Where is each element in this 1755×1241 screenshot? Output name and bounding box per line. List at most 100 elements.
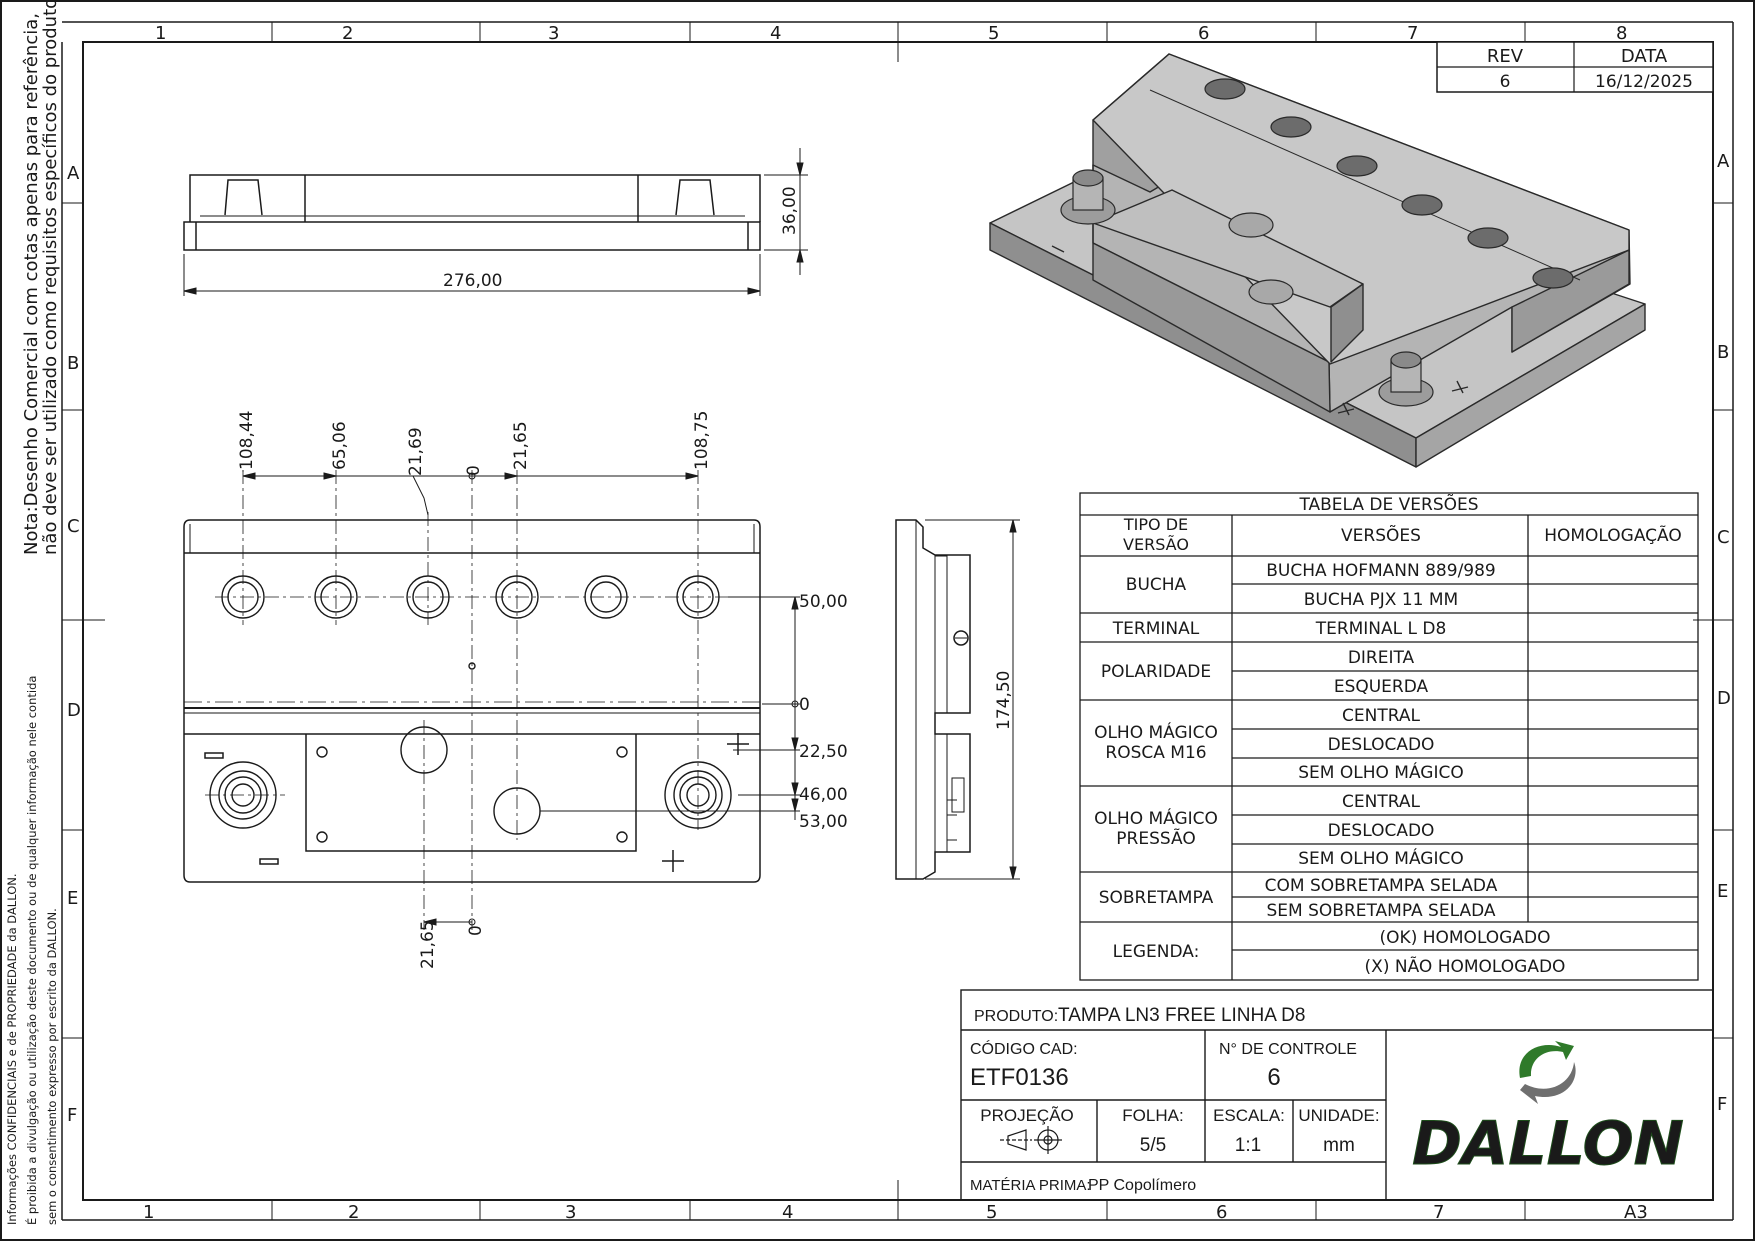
version-cell: DESLOCADO bbox=[1328, 821, 1435, 841]
header-approval: HOMOLOGAÇÃO bbox=[1544, 524, 1682, 546]
version-cell: SEM OLHO MÁGICO bbox=[1298, 847, 1463, 869]
grid-row-left: A bbox=[67, 163, 80, 184]
grid-row-left: C bbox=[67, 516, 80, 537]
grid-ticks bbox=[62, 22, 1733, 1220]
version-cell: BUCHA PJX 11 MM bbox=[1304, 590, 1458, 610]
plan-dimension-lines bbox=[242, 470, 800, 926]
version-cell: SEM OLHO MÁGICO bbox=[1298, 761, 1463, 783]
dim-right-offset: 50,00 bbox=[799, 592, 848, 612]
scale-label: ESCALA: bbox=[1213, 1106, 1285, 1125]
grid-row-left: F bbox=[67, 1105, 77, 1126]
grid-col-bottom: 5 bbox=[986, 1202, 997, 1223]
grid-col-top: 8 bbox=[1616, 23, 1627, 44]
isometric-terminals bbox=[1060, 169, 1434, 407]
grid-col-bottom: 7 bbox=[1433, 1202, 1444, 1223]
header-versions: VERSÕES bbox=[1341, 524, 1421, 546]
isometric-vent-holes bbox=[1204, 78, 1574, 305]
product-label: PRODUTO: bbox=[974, 1008, 1058, 1025]
cad-code-label: CÓDIGO CAD: bbox=[970, 1039, 1078, 1058]
polarity-marks bbox=[204, 733, 749, 872]
date-value: 16/12/2025 bbox=[1595, 72, 1693, 92]
grid-col-top: 5 bbox=[988, 23, 999, 44]
legend-label: LEGENDA: bbox=[1113, 942, 1200, 962]
cad-code-value: ETF0136 bbox=[970, 1064, 1069, 1091]
sheet-label: FOLHA: bbox=[1122, 1106, 1183, 1125]
dim-top-offset: 65,06 bbox=[330, 421, 350, 470]
versions-table-grid bbox=[1079, 492, 1699, 981]
version-cell: BUCHA HOFMANN 889/989 bbox=[1266, 561, 1496, 581]
rev-label: REV bbox=[1487, 46, 1524, 67]
dim-right-offset: 0 bbox=[799, 695, 810, 715]
rev-value: 6 bbox=[1500, 72, 1511, 92]
dim-right-offset: 22,50 bbox=[799, 742, 848, 762]
material-value: PP Copolímero bbox=[1088, 1177, 1196, 1194]
product-value: TAMPA LN3 FREE LINHA D8 bbox=[1058, 1005, 1305, 1026]
isometric-polarity-marks bbox=[1051, 245, 1469, 416]
logo-swoosh-grey bbox=[1520, 1062, 1576, 1104]
grid-col-top: 7 bbox=[1407, 23, 1418, 44]
grid-col-bottom: 4 bbox=[782, 1202, 793, 1223]
grid-col-top: 4 bbox=[770, 23, 781, 44]
reference-note: não deve ser utilizado como requisitos e… bbox=[40, 0, 61, 555]
sheet-value: 5/5 bbox=[1140, 1135, 1166, 1156]
dim-bottom-offset: 0 bbox=[466, 925, 486, 936]
grid-row-right: F bbox=[1717, 1094, 1727, 1115]
confidential-note: Informações CONFIDENCIAIS e de PROPRIEDA… bbox=[5, 873, 19, 1225]
front-view bbox=[183, 174, 761, 251]
title-block-grid bbox=[960, 989, 1714, 1201]
unit-value: mm bbox=[1323, 1135, 1355, 1156]
revision-block: REV DATA 6 16/12/2025 bbox=[1436, 41, 1714, 93]
grid-col-top: 6 bbox=[1198, 23, 1209, 44]
version-cell: TERMINAL L D8 bbox=[1315, 619, 1447, 639]
confidential-note: É proibida a divulgação ou utilização de… bbox=[24, 676, 39, 1225]
scale-value: 1:1 bbox=[1235, 1135, 1261, 1156]
sheet-size-label: A3 bbox=[1624, 1202, 1648, 1223]
unit-label: UNIDADE: bbox=[1298, 1106, 1379, 1125]
grid-col-top: 1 bbox=[155, 23, 166, 44]
logo-swoosh-green bbox=[1519, 1041, 1574, 1078]
type-cell: OLHO MÁGICO bbox=[1094, 721, 1218, 743]
material-label: MATÉRIA PRIMA: bbox=[970, 1177, 1091, 1194]
type-cell: TERMINAL bbox=[1112, 619, 1200, 639]
confidential-note: sem o consentimento expresso por escrito… bbox=[45, 908, 59, 1225]
company-logo-text: DALLON bbox=[1412, 1109, 1684, 1179]
version-cell: DESLOCADO bbox=[1328, 735, 1435, 755]
version-cell: COM SOBRETAMPA SELADA bbox=[1265, 876, 1498, 896]
grid-row-left: E bbox=[67, 888, 78, 909]
versions-table-title: TABELA DE VERSÕES bbox=[1298, 493, 1478, 515]
grid-col-bottom: 3 bbox=[565, 1202, 576, 1223]
side-view bbox=[895, 519, 971, 880]
type-cell: POLARIDADE bbox=[1101, 662, 1211, 682]
grid-row-right: E bbox=[1717, 881, 1728, 902]
grid-row-left: D bbox=[67, 700, 81, 721]
dim-top-offset: 21,65 bbox=[511, 421, 531, 470]
dallon-logo: DALLON bbox=[1412, 1041, 1684, 1180]
dimension-width: 174,50 bbox=[994, 671, 1014, 730]
control-number-label: N° DE CONTROLE bbox=[1219, 1041, 1357, 1058]
projection-symbol bbox=[1000, 1126, 1062, 1154]
side-view-dimension bbox=[925, 519, 1020, 880]
type-cell: BUCHA bbox=[1126, 575, 1187, 595]
reference-note: Nota:Desenho Comercial com cotas apenas … bbox=[21, 13, 42, 555]
grid-row-right: A bbox=[1717, 151, 1730, 172]
type-cell: PRESSÃO bbox=[1116, 827, 1195, 849]
grid-row-right: D bbox=[1717, 688, 1731, 709]
grid-row-left: B bbox=[67, 353, 79, 374]
version-cell: SEM SOBRETAMPA SELADA bbox=[1267, 901, 1496, 921]
grid-row-right: C bbox=[1717, 527, 1730, 548]
dim-top-offset: 108,75 bbox=[692, 411, 712, 470]
legend-item: (OK) HOMOLOGADO bbox=[1380, 928, 1551, 948]
dim-bottom-offset: 21,65 bbox=[418, 920, 438, 969]
isometric-view bbox=[989, 53, 1646, 468]
dim-right-offset: 46,00 bbox=[799, 785, 848, 805]
grid-col-top: 3 bbox=[548, 23, 559, 44]
version-cell: CENTRAL bbox=[1342, 706, 1420, 726]
date-label: DATA bbox=[1621, 46, 1668, 67]
dimension-height: 36,00 bbox=[780, 186, 800, 235]
type-cell: OLHO MÁGICO bbox=[1094, 807, 1218, 829]
version-cell: ESQUERDA bbox=[1334, 677, 1429, 697]
grid-col-bottom: 1 bbox=[143, 1202, 154, 1223]
version-cell: CENTRAL bbox=[1342, 792, 1420, 812]
